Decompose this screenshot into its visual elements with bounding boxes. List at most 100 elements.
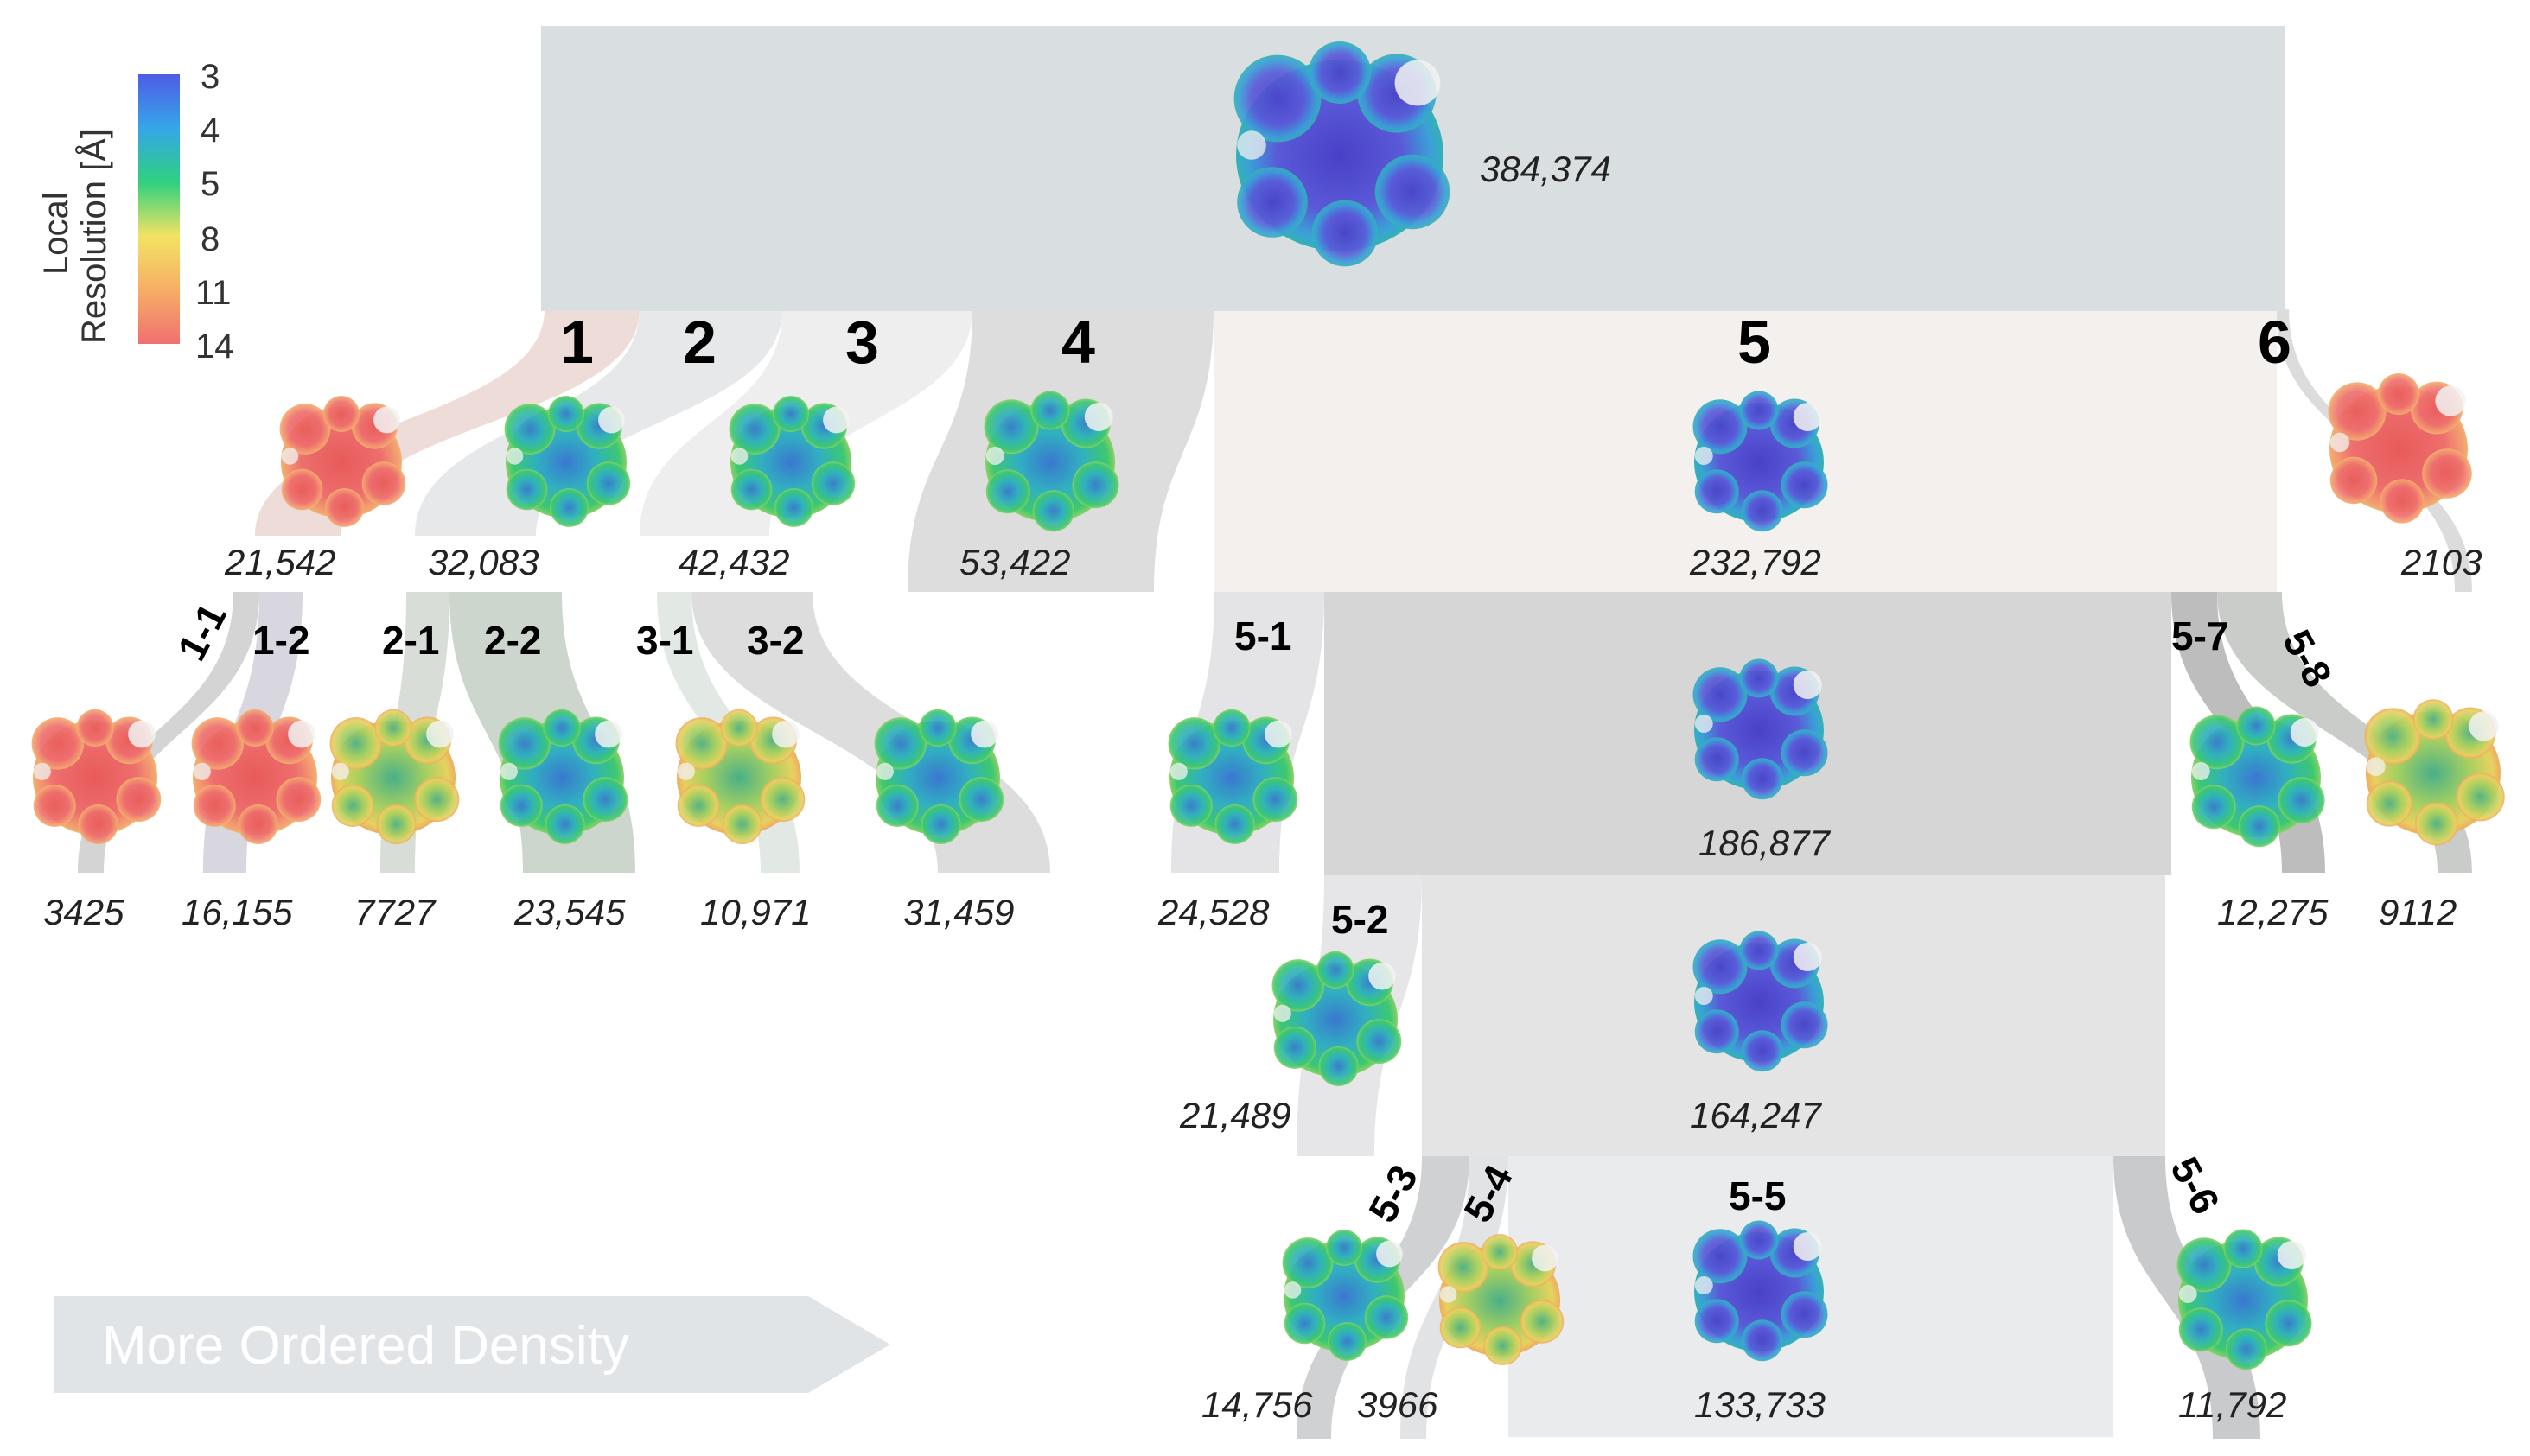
legend-tick: 4 [201,111,220,149]
count-c5-3: 14,756 [1201,1384,1313,1425]
class-label-c5-2: 5-2 [1331,897,1388,942]
resolution-legend: Local Resolution [Å] 3 4 5 8 11 14 [37,58,234,366]
arrow-shape [54,1296,890,1393]
density-lobe [1483,1326,1522,1365]
density-lobe [1739,658,1779,698]
class-label-c2-1: 2-1 [382,618,439,663]
density-lobe [78,804,118,845]
density-fringe [772,720,800,748]
density-lobe [1694,1009,1739,1054]
density-fringe [823,406,850,434]
density-lobe [1326,1230,1362,1266]
density-lobe [2378,373,2419,415]
density-lobe [498,717,551,770]
density-fringe [985,447,1004,465]
count-c2-1: 7727 [354,892,437,932]
density-lobe [279,404,331,455]
density-fringe [2435,385,2466,416]
density-lobe [1273,1026,1316,1069]
density-fringe [1694,715,1713,733]
density-map-c1-1 [31,709,162,845]
density-lobe [1032,490,1074,532]
density-lobe [2223,1229,2263,1268]
density-lobe [1781,1291,1828,1338]
density-lobe [376,804,417,845]
density-fringe [2178,1285,2197,1303]
density-lobe [414,777,460,823]
density-lobe [1692,399,1748,455]
density-lobe [1213,709,1251,747]
density-fringe [2366,757,2386,777]
density-lobe [1169,784,1213,827]
density-lobe [729,404,781,455]
density-lobe [921,804,961,845]
ribbon-5-8 [2217,592,2472,873]
count-c5-1m: 186,877 [1698,823,1831,863]
class-label-c5-5: 5-5 [1729,1173,1786,1218]
class-label-c2-2: 2-2 [484,618,541,663]
density-lobe [238,804,278,845]
density-lobe [1482,1234,1518,1270]
density-lobe [33,784,76,827]
density-fringe [1368,962,1396,990]
density-map-c5-1 [1168,709,1298,845]
density-fringe [1793,1232,1822,1261]
density-lobe [329,717,383,770]
density-lobe [545,804,585,845]
density-map-c5-8 [2364,699,2505,846]
density-map-c1-2 [191,709,322,845]
density-lobe [1271,959,1325,1012]
density-fringe [1376,1240,1403,1268]
density-fringe [598,406,625,434]
density-lobe [1520,1300,1565,1344]
density-map-c5-4 [1437,1234,1565,1365]
class-label-c5-1: 5-1 [1234,614,1291,658]
density-lobe [1692,1229,1748,1284]
density-fringe [331,762,349,780]
density-map-c6 [2328,373,2472,524]
density-lobe [2422,448,2472,499]
density-lobe [675,717,729,770]
arrow-label: More Ordered Density [102,1316,629,1376]
density-lobe [116,777,162,823]
density-lobe [1694,469,1739,514]
density-fringe [1793,403,1822,431]
density-map-c5 [1692,391,1828,532]
density-lobe [1328,1322,1367,1361]
density-lobe [236,709,274,747]
density-lobe [1741,1319,1783,1362]
density-lobe [2456,773,2505,822]
class-label-c3-1: 3-1 [636,618,693,663]
density-lobe [730,468,773,511]
class-label-c4: 4 [1061,308,1095,376]
density-fringe [1169,762,1188,780]
density-lobe [760,777,806,823]
density-map-c5-1m [1692,658,1828,800]
count-c1-2: 16,155 [182,892,293,932]
class-label-c5-7: 5-7 [2171,614,2228,658]
count-c5: 232,792 [1689,542,1821,582]
density-fringe [33,762,51,780]
density-lobe [985,469,1030,514]
density-lobe [1316,951,1354,989]
density-lobe [1781,1001,1828,1049]
count-c5-7: 12,275 [2217,892,2329,932]
density-fringe [1284,1281,1302,1299]
density-lobe [193,784,236,827]
count-c5-4: 3966 [1357,1384,1438,1425]
density-lobe [1692,667,1748,722]
density-fringe [971,720,998,748]
density-fringe [506,448,524,465]
density-lobe [2364,708,2421,765]
density-fringe [193,762,211,780]
count-c3-2: 31,459 [903,892,1014,932]
density-map-c5-3 [1282,1230,1409,1361]
class-label-c3-2: 3-2 [747,618,804,663]
density-lobe [31,717,85,770]
density-fringe [1694,1276,1713,1294]
density-lobe [1692,939,1748,995]
density-fringe [1237,130,1266,160]
density-map-c5-2m [1692,931,1828,1072]
density-lobe [506,468,548,511]
